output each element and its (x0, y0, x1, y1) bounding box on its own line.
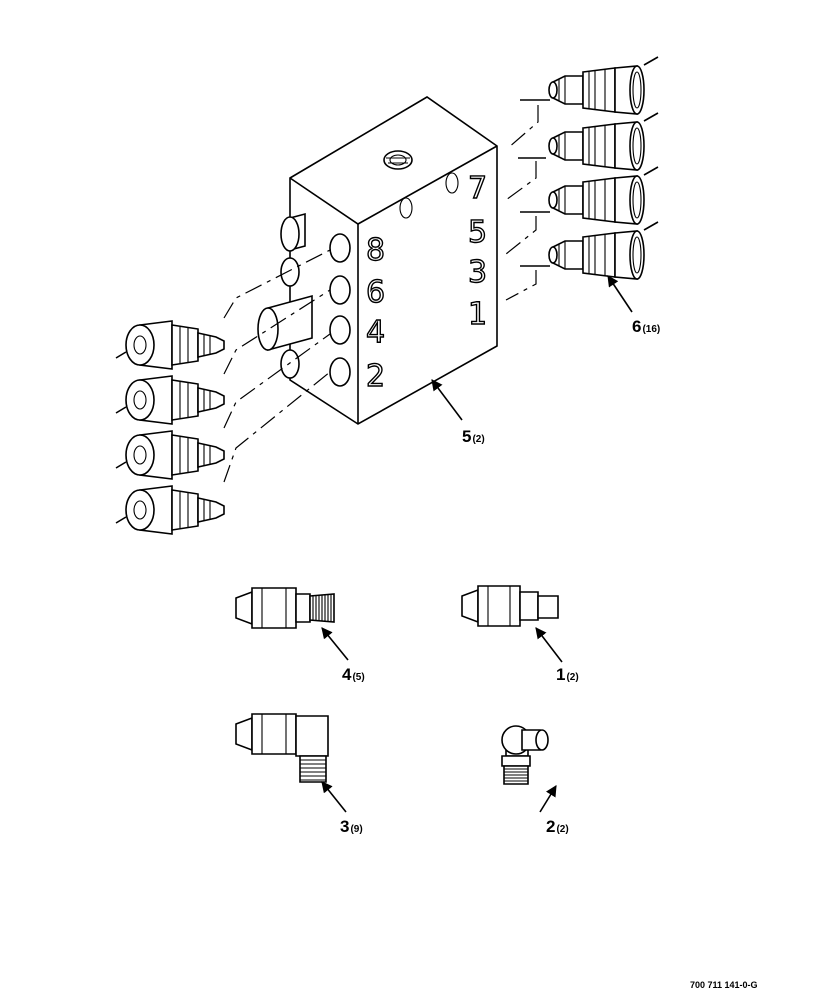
right-fittings (505, 56, 659, 301)
port-number-3: 3 (468, 255, 487, 290)
callout-item-4: 4(5) (342, 665, 365, 684)
port-number-5: 5 (468, 215, 487, 250)
fitting-item-2 (501, 725, 549, 785)
leader-arrows (321, 275, 633, 813)
left-fittings (115, 249, 331, 535)
port-number-1: 1 (468, 297, 487, 332)
fitting-item-1 (461, 585, 559, 627)
callout-item-2: 2(2) (546, 817, 569, 836)
callout-item-3: 3(9) (340, 817, 363, 836)
figure-id: 700 711 141-0-G (690, 980, 758, 990)
callout-item-5: 5(2) (462, 427, 485, 446)
port-number-8: 8 (366, 233, 385, 268)
port-number-2: 2 (366, 359, 385, 394)
fitting-item-4 (235, 587, 335, 629)
port-number-6: 6 (366, 275, 385, 310)
callout-item-1: 1(2) (556, 665, 579, 684)
port-number-7: 7 (468, 171, 487, 206)
port-number-4: 4 (366, 315, 385, 350)
distribution-block (257, 96, 498, 425)
callout-item-6: 6(16) (632, 317, 660, 336)
fitting-item-3 (235, 713, 329, 783)
